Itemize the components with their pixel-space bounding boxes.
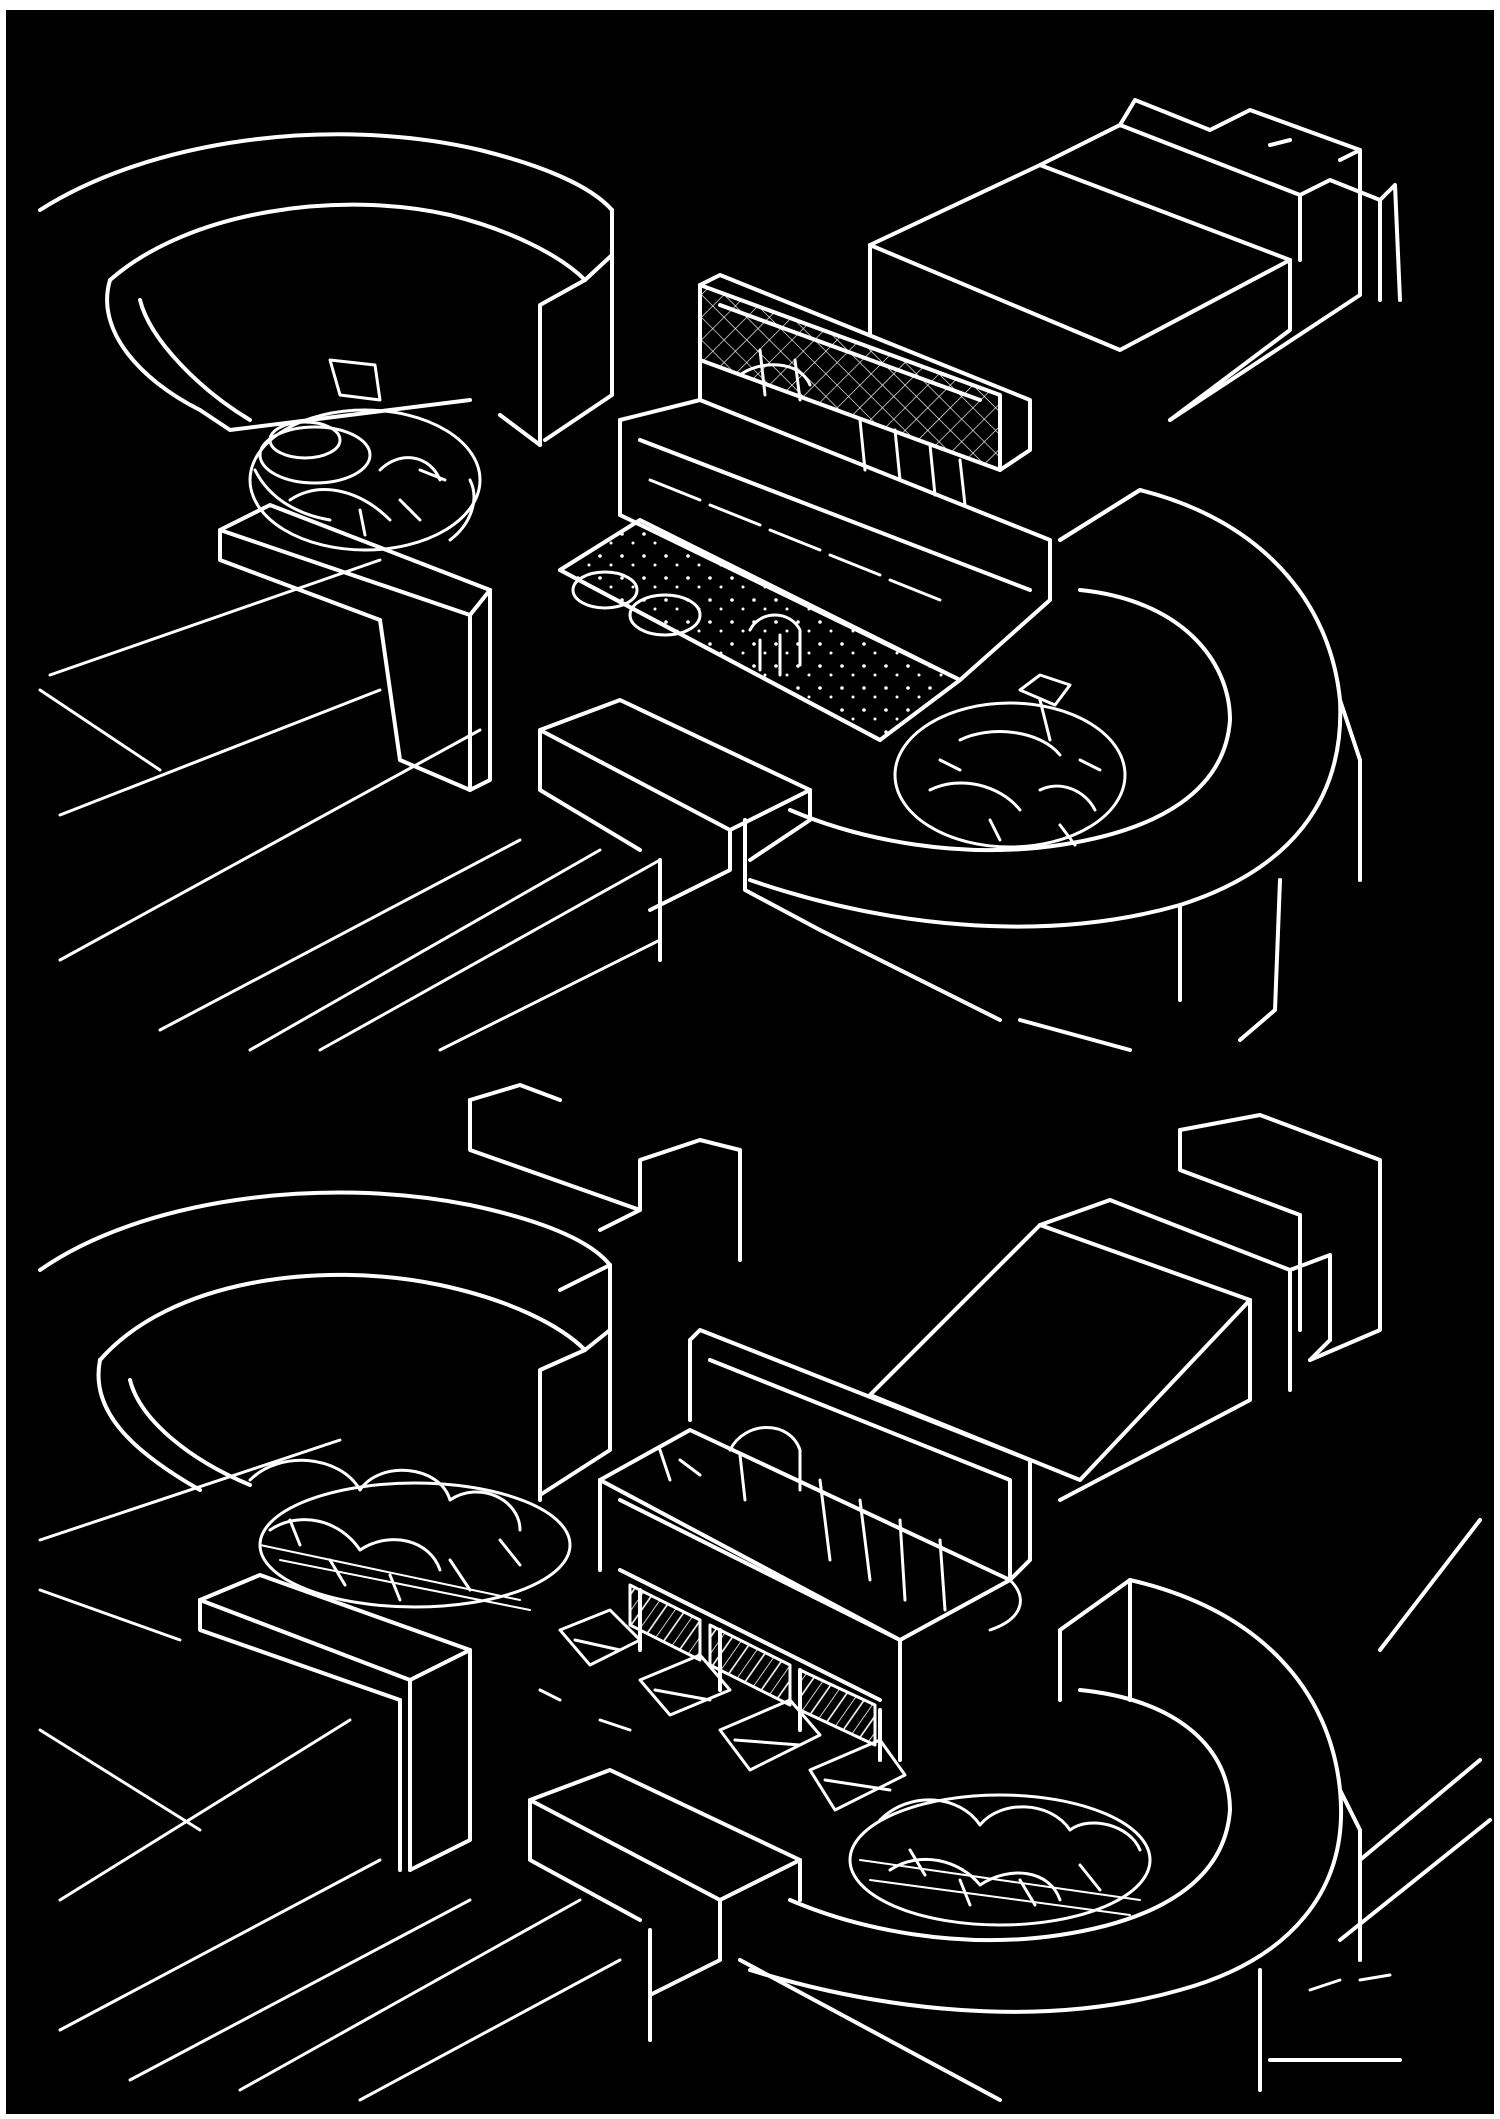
upper-right-tower [868, 98, 1402, 422]
upper-ground-lines [38, 558, 662, 1052]
upper-left-planter-icon [248, 358, 482, 552]
upper-left-pedestal [218, 503, 492, 792]
lower-view [38, 1083, 1492, 2102]
lower-right-tower [868, 1198, 1332, 1502]
upper-front-step-block [538, 698, 1132, 1052]
upper-right-planter-icon [893, 673, 1127, 849]
lower-top-massing [468, 1083, 1382, 1362]
upper-view [38, 98, 1402, 1052]
lower-left-curved-wing [38, 1190, 612, 1502]
lower-left-pedestal [198, 1573, 472, 1872]
upper-left-curved-wing [38, 132, 614, 447]
upper-front-plaza [558, 518, 962, 742]
lower-right-planter-icon [848, 1793, 1152, 1927]
lower-right-curved-wing [748, 1518, 1492, 2092]
upper-right-curved-wing [748, 488, 1362, 1042]
lower-ground-lines [38, 1438, 622, 2102]
lower-front-step-block [528, 1768, 1002, 2102]
lower-front-tiles [538, 1608, 907, 1812]
upper-central-stage [618, 273, 1052, 682]
lower-left-planter-icon [248, 1458, 572, 1611]
